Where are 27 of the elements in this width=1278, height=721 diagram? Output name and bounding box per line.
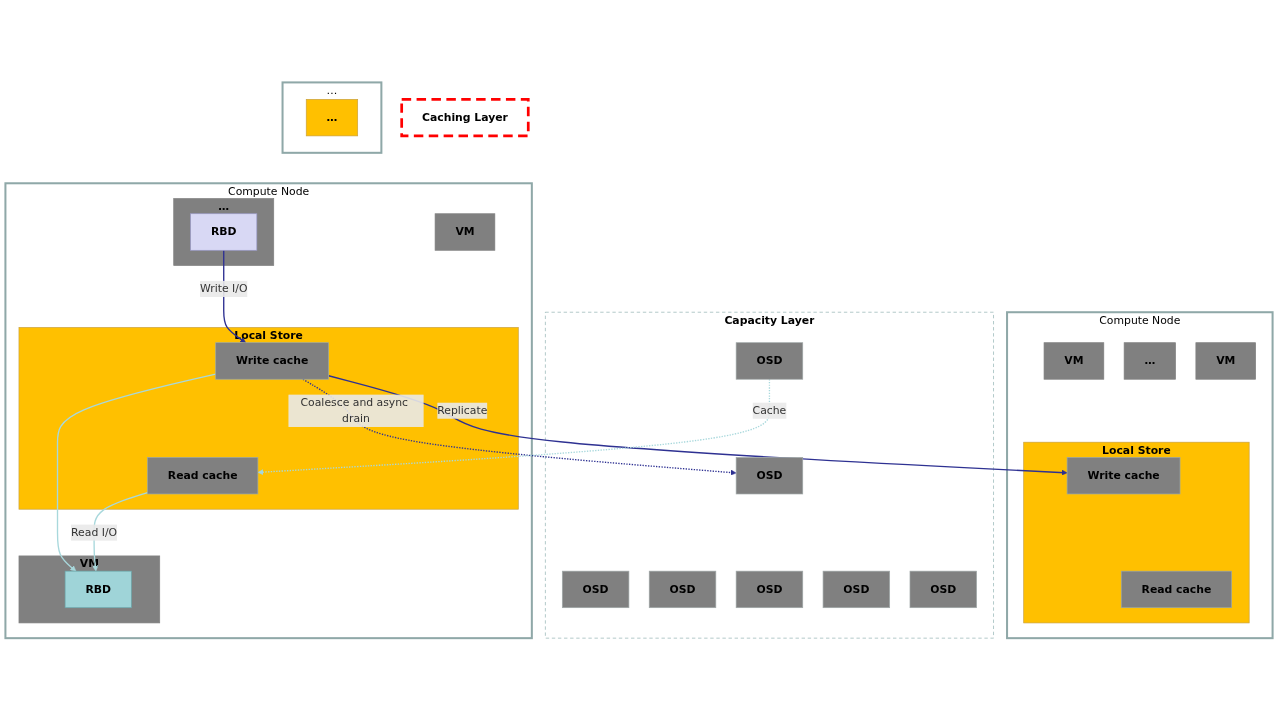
arrow bbox=[257, 378, 771, 476]
node-box: Read cache bbox=[1120, 571, 1232, 609]
node-box: Read cache bbox=[147, 457, 259, 495]
node-box: Caching Layer bbox=[400, 98, 530, 138]
arrow bbox=[302, 378, 737, 476]
node-box: OSD bbox=[822, 571, 890, 609]
node-box: … bbox=[305, 99, 358, 137]
edge-label: Replicate bbox=[437, 404, 488, 418]
node-box: Write cache bbox=[1066, 457, 1181, 495]
node-box: OSD bbox=[735, 342, 804, 380]
node-box: OSD bbox=[648, 571, 717, 609]
node-box: OSD bbox=[735, 571, 804, 609]
edge-label: Cache bbox=[752, 404, 787, 418]
node-box: RBD bbox=[190, 213, 258, 251]
node-box: OSD bbox=[735, 457, 804, 495]
node-box: Write cache bbox=[215, 342, 329, 380]
arrow bbox=[327, 375, 1068, 476]
edge-label: Write I/O bbox=[200, 282, 248, 296]
node-box: VM bbox=[434, 213, 496, 251]
node-box: VM bbox=[1043, 342, 1105, 380]
node-box: … bbox=[1123, 342, 1176, 380]
edge-label: Read I/O bbox=[71, 526, 118, 539]
node-box: RBD bbox=[64, 571, 132, 609]
node-box: VM bbox=[1195, 342, 1256, 380]
edge-label: Coalesce and async drain bbox=[300, 396, 409, 426]
node-box: OSD bbox=[909, 571, 977, 609]
node-box: OSD bbox=[561, 571, 630, 609]
